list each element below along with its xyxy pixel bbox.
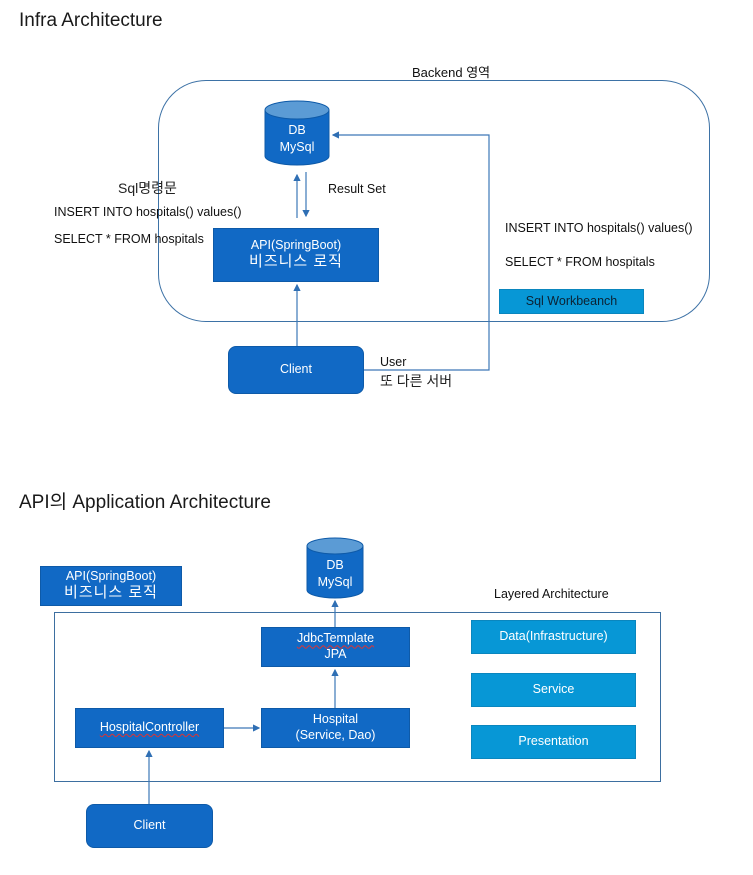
app-api-box: API(SpringBoot) 비즈니스 로직 xyxy=(40,566,182,606)
database-icon xyxy=(306,537,364,599)
layer-presentation-label: Presentation xyxy=(518,734,589,749)
app-db-cylinder: DB MySql xyxy=(306,537,364,599)
layered-architecture-label: Layered Architecture xyxy=(494,587,609,601)
layer-presentation-box: Presentation xyxy=(471,725,636,759)
hospital-controller-label: HospitalController xyxy=(99,720,200,735)
left-query-select: SELECT * FROM hospitals xyxy=(54,232,204,246)
right-query-insert: INSERT INTO hospitals() values() xyxy=(505,221,693,235)
app-client-label: Client xyxy=(133,818,166,833)
app-api-line1: API(SpringBoot) xyxy=(65,568,157,583)
backend-area-label: Backend 영역 xyxy=(412,65,491,80)
infra-api-box: API(SpringBoot) 비즈니스 로직 xyxy=(213,228,379,282)
layer-service-box: Service xyxy=(471,673,636,707)
layer-service-label: Service xyxy=(532,682,575,697)
infra-api-line1: API(SpringBoot) xyxy=(250,237,342,252)
layer-data-label: Data(Infrastructure) xyxy=(499,629,608,644)
database-icon xyxy=(264,100,330,166)
app-db-line2: MySql xyxy=(317,574,353,589)
hospital-controller-box: HospitalController xyxy=(75,708,224,748)
jdbc-template-box: JdbcTemplate JPA xyxy=(261,627,410,667)
sql-workbench-label: Sql Workbeanch xyxy=(525,293,618,308)
jdbc-template-line2: JPA xyxy=(324,647,347,661)
hospital-service-line1: Hospital xyxy=(312,712,359,727)
jdbc-template-line1: JdbcTemplate xyxy=(296,631,375,646)
hospital-service-line2: (Service, Dao) xyxy=(295,728,376,742)
sql-command-label: Sql명령문 xyxy=(118,180,177,196)
user-label: User xyxy=(380,355,407,369)
infra-db-line1: DB xyxy=(288,123,306,137)
layered-architecture-frame xyxy=(54,612,661,782)
infra-client-box: Client xyxy=(228,346,364,394)
infra-db-cylinder: DB MySql xyxy=(264,100,330,166)
sql-workbench-box: Sql Workbeanch xyxy=(499,289,644,314)
application-architecture-title: API의 Application Architecture xyxy=(19,492,271,513)
infra-architecture-title: Infra Architecture xyxy=(19,10,163,31)
right-query-select: SELECT * FROM hospitals xyxy=(505,255,655,269)
backend-area-frame xyxy=(158,80,710,322)
layer-data-box: Data(Infrastructure) xyxy=(471,620,636,654)
infra-db-line2: MySql xyxy=(279,139,315,154)
hospital-service-box: Hospital (Service, Dao) xyxy=(261,708,410,748)
left-query-insert: INSERT INTO hospitals() values() xyxy=(54,205,242,219)
infra-client-label: Client xyxy=(280,362,312,377)
app-api-line2: 비즈니스 로직 xyxy=(64,584,158,602)
app-client-box: Client xyxy=(86,804,213,848)
app-db-line1: DB xyxy=(326,558,344,572)
result-set-label: Result Set xyxy=(328,182,386,196)
infra-api-line2: 비즈니스 로직 xyxy=(249,253,343,271)
other-server-label: 또 다른 서버 xyxy=(380,373,453,389)
